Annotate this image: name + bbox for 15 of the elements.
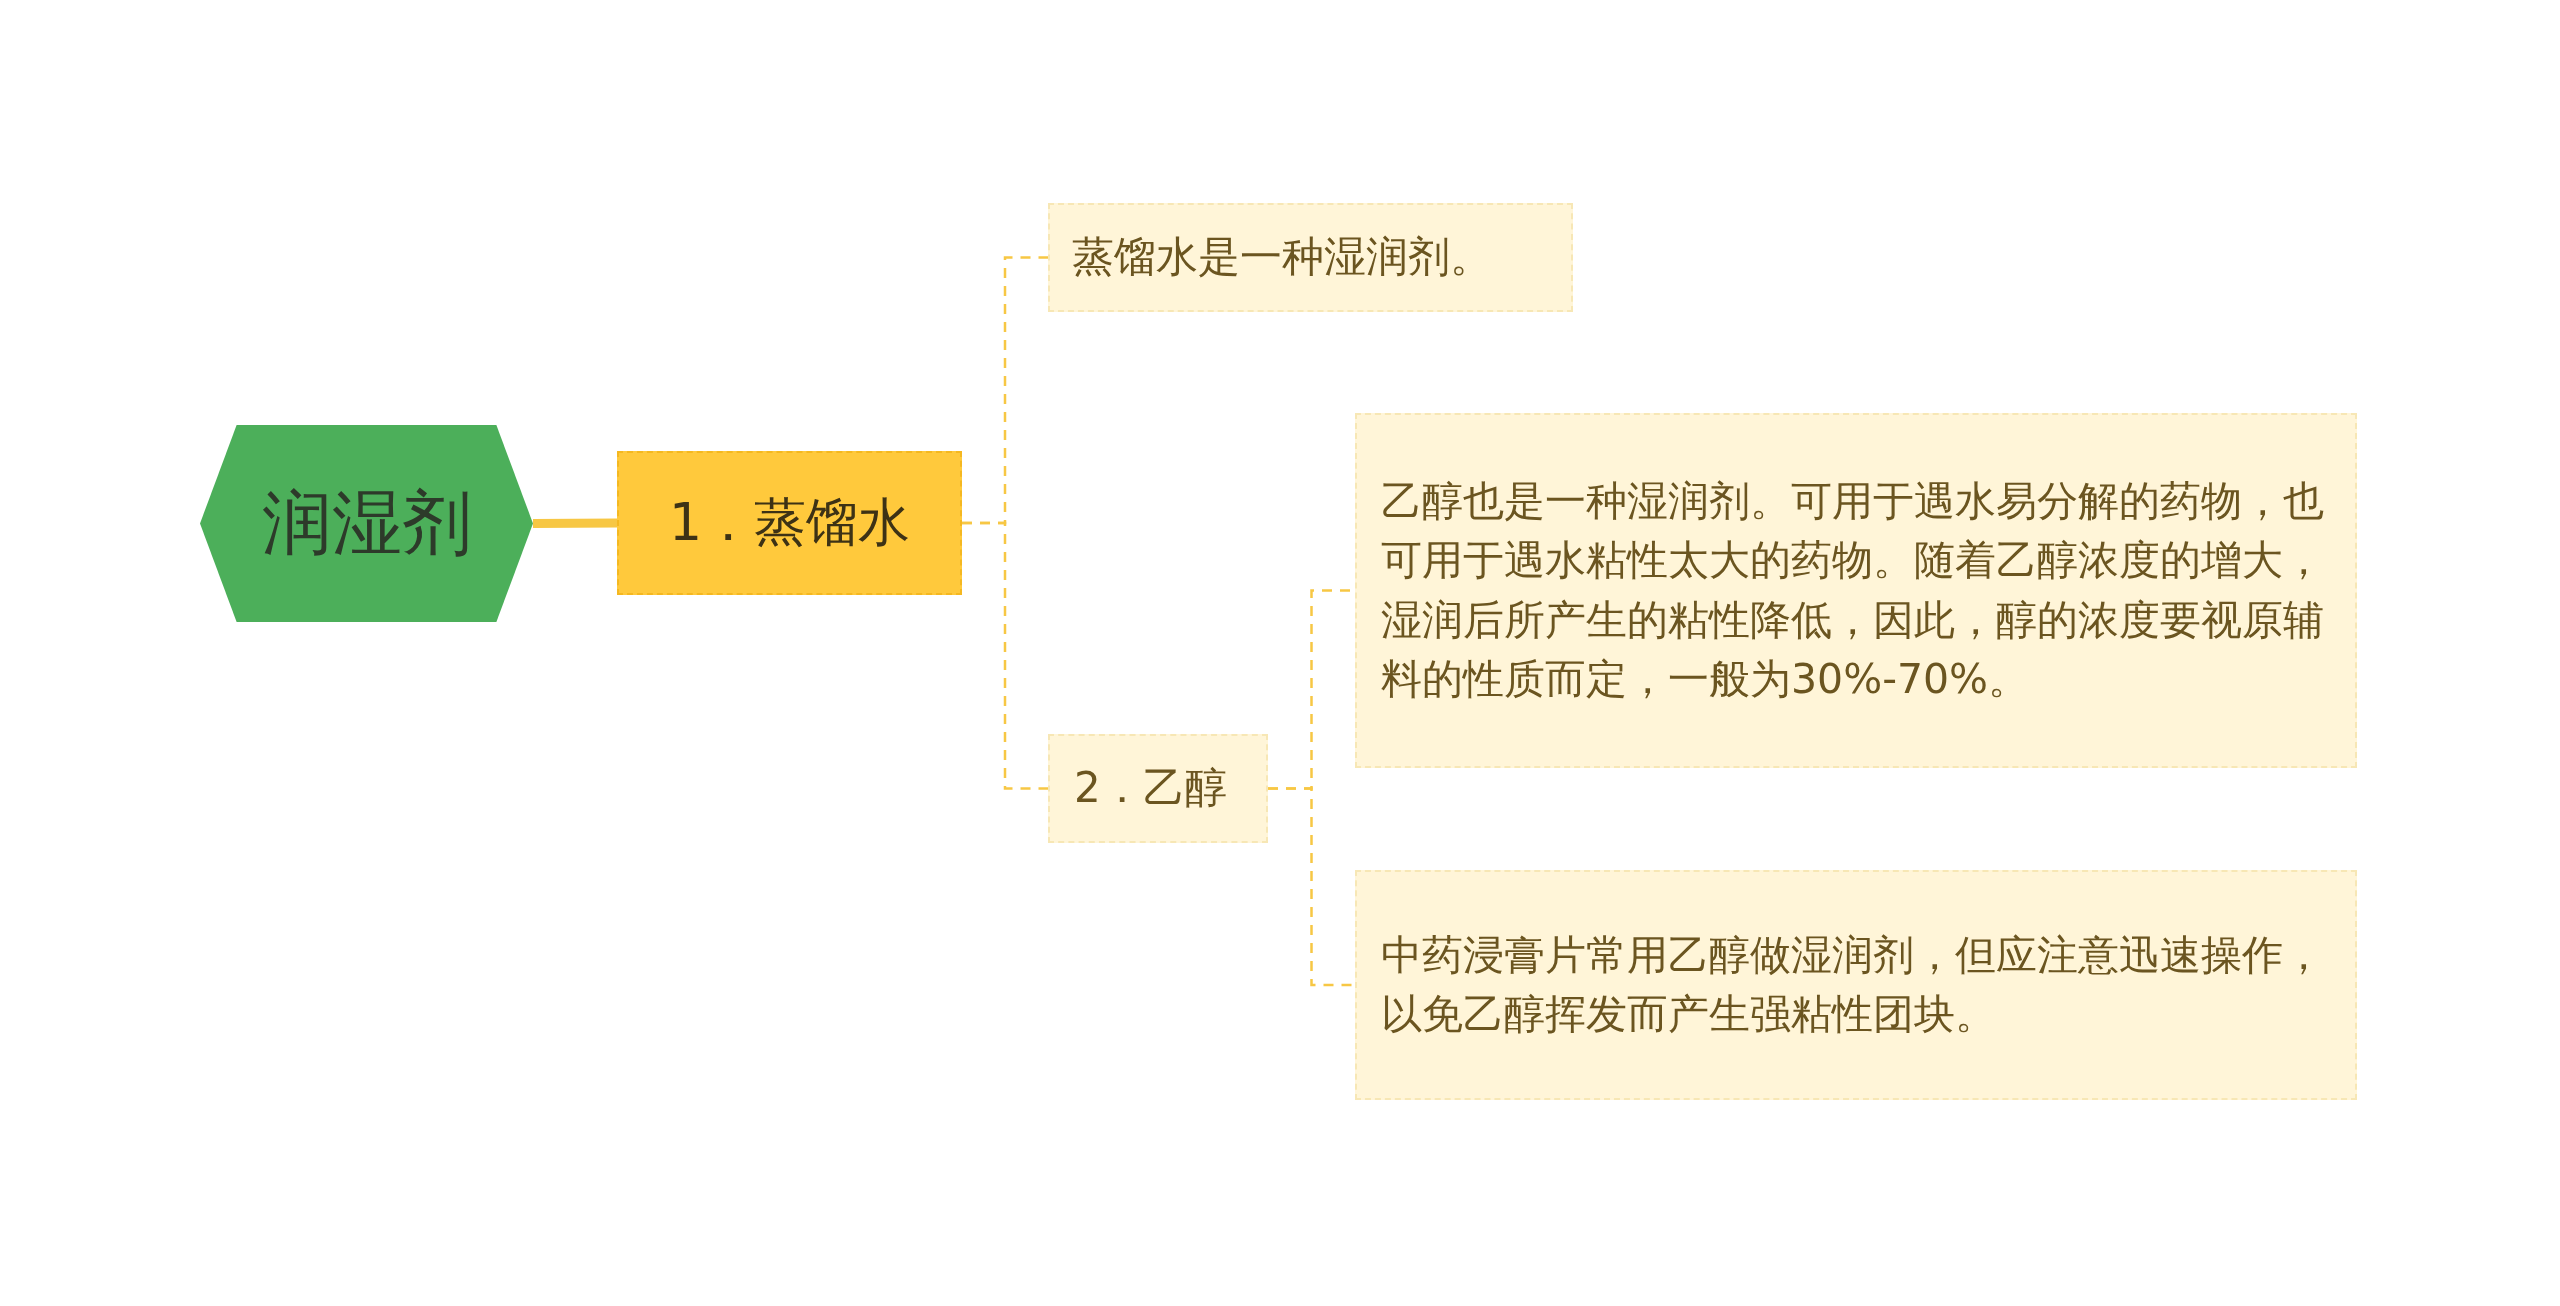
connector xyxy=(1268,787,1355,987)
note-box xyxy=(1355,870,2357,1100)
node-text: 乙醇也是一种湿润剂。可用于遇水易分解的药物，也可用于遇水粘性太大的药物。随着乙醇浓度的增大，湿润后所产生的粘性降低，因此，醇的浓度要视原辅料的性质而定，一般为30%-70%。 xyxy=(1381,475,2325,705)
node-text: 2．乙醇 xyxy=(1074,762,1227,815)
topic-box xyxy=(617,451,962,595)
connector xyxy=(532,518,618,528)
note-box xyxy=(1048,734,1268,843)
node-text: 中药浸膏片常用乙醇做湿润剂，但应注意迅速操作，以免乙醇挥发而产生强粘性团块。 xyxy=(1381,929,2325,1040)
node-text: 1．蒸馏水 xyxy=(668,491,911,555)
hexagon-node xyxy=(200,425,533,622)
note-box xyxy=(1048,203,1573,312)
note-box xyxy=(1355,413,2357,768)
connector xyxy=(962,521,1048,790)
node-text: 蒸馏水是一种湿润剂。 xyxy=(1072,231,1492,284)
node-text: 润湿剂 xyxy=(261,480,472,566)
